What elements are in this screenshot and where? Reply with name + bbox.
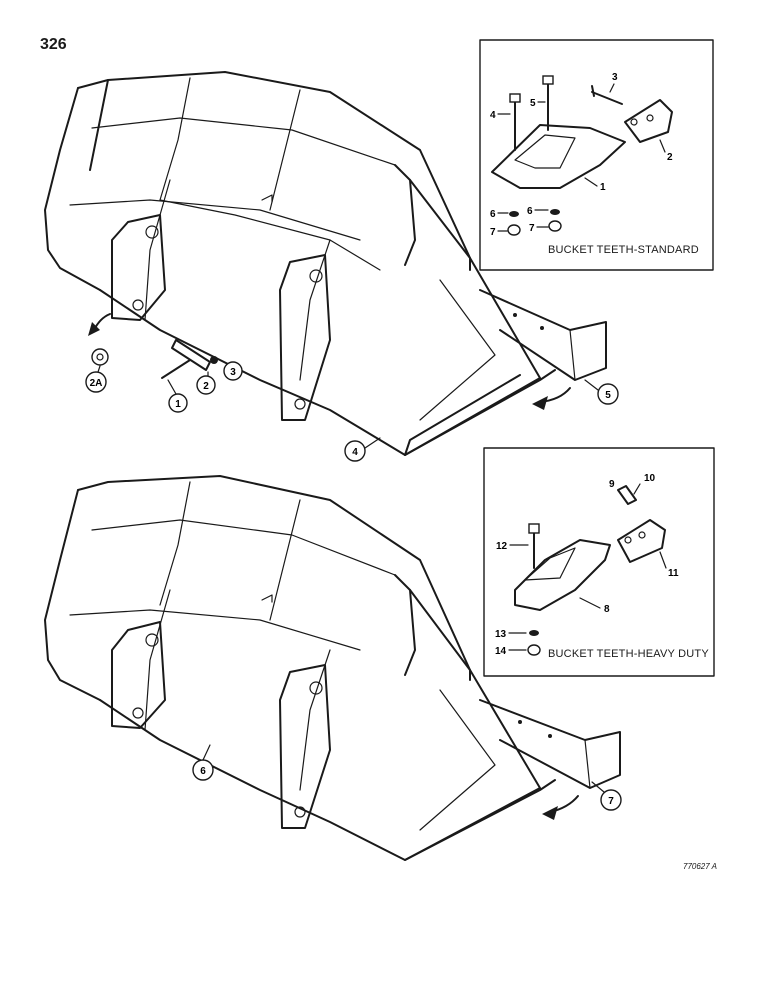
- callout-2: 2: [203, 381, 209, 392]
- label-s3: 3: [612, 72, 618, 83]
- callouts: 2A 1 2 3 4 5 6 7: [85, 361, 622, 811]
- inset-heavy-duty-title: BUCKET TEETH-HEAVY DUTY: [548, 648, 709, 660]
- inset-standard-title: BUCKET TEETH-STANDARD: [548, 244, 699, 256]
- label-h8: 8: [604, 604, 610, 615]
- label-h9: 9: [609, 479, 615, 490]
- inset-heavy-duty: [483, 447, 715, 677]
- label-s4: 4: [490, 110, 496, 121]
- callout-7: 7: [608, 796, 614, 807]
- top-bucket: [44, 71, 607, 456]
- callout-5: 5: [605, 390, 611, 401]
- label-s6a: 6: [490, 209, 496, 220]
- inset-labels: 1 2 3 4 5 6 6 7 7 8 9 10 11 12: [490, 72, 679, 657]
- callout-2a-circle: [85, 371, 107, 393]
- callout-3: 3: [230, 367, 236, 378]
- label-s2: 2: [667, 152, 673, 163]
- label-h11: 11: [668, 568, 679, 579]
- label-h13: 13: [495, 629, 507, 640]
- label-h10: 10: [644, 473, 656, 484]
- label-s7a: 7: [490, 227, 496, 238]
- label-h14: 14: [495, 646, 507, 657]
- page-number: 326: [40, 36, 67, 53]
- bottom-bucket: [44, 475, 621, 861]
- callout-4: 4: [352, 447, 358, 458]
- label-s1: 1: [600, 182, 606, 193]
- label-s7b: 7: [529, 223, 535, 234]
- callout-1: 1: [175, 399, 181, 410]
- callout-6: 6: [200, 766, 206, 777]
- catalog-code: 770627 A: [683, 862, 717, 871]
- label-h12: 12: [496, 541, 508, 552]
- label-s6b: 6: [527, 206, 533, 217]
- label-s5: 5: [530, 98, 536, 109]
- callout-2a: 2A: [90, 378, 103, 389]
- inset-standard: [479, 39, 714, 271]
